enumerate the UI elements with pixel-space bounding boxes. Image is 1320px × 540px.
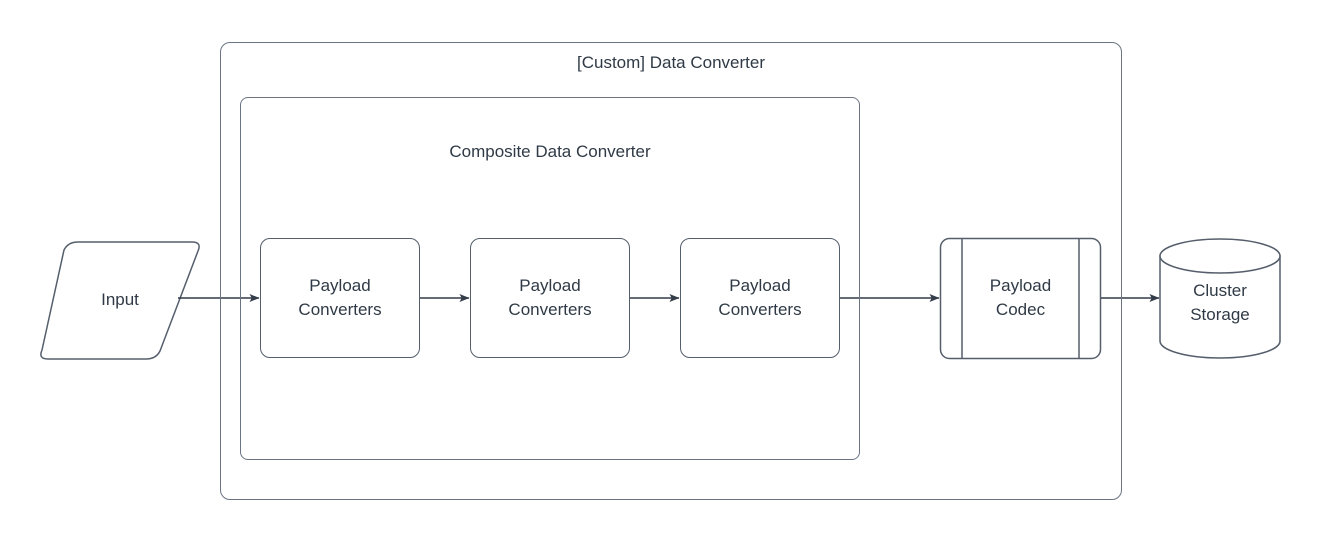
payload-codec-node-shape[interactable] bbox=[939, 237, 1102, 360]
cluster-storage-node-shape[interactable] bbox=[1159, 238, 1281, 359]
payload-converters-box-3[interactable] bbox=[680, 238, 840, 358]
input-node-shape[interactable] bbox=[40, 241, 200, 360]
payload-converters-box-1[interactable] bbox=[260, 238, 420, 358]
cylinder-top-ellipse bbox=[1159, 238, 1281, 274]
inner-container-composite-data-converter[interactable] bbox=[240, 97, 860, 460]
payload-converters-box-2[interactable] bbox=[470, 238, 630, 358]
outer-container-custom-data-converter[interactable] bbox=[220, 42, 1122, 500]
